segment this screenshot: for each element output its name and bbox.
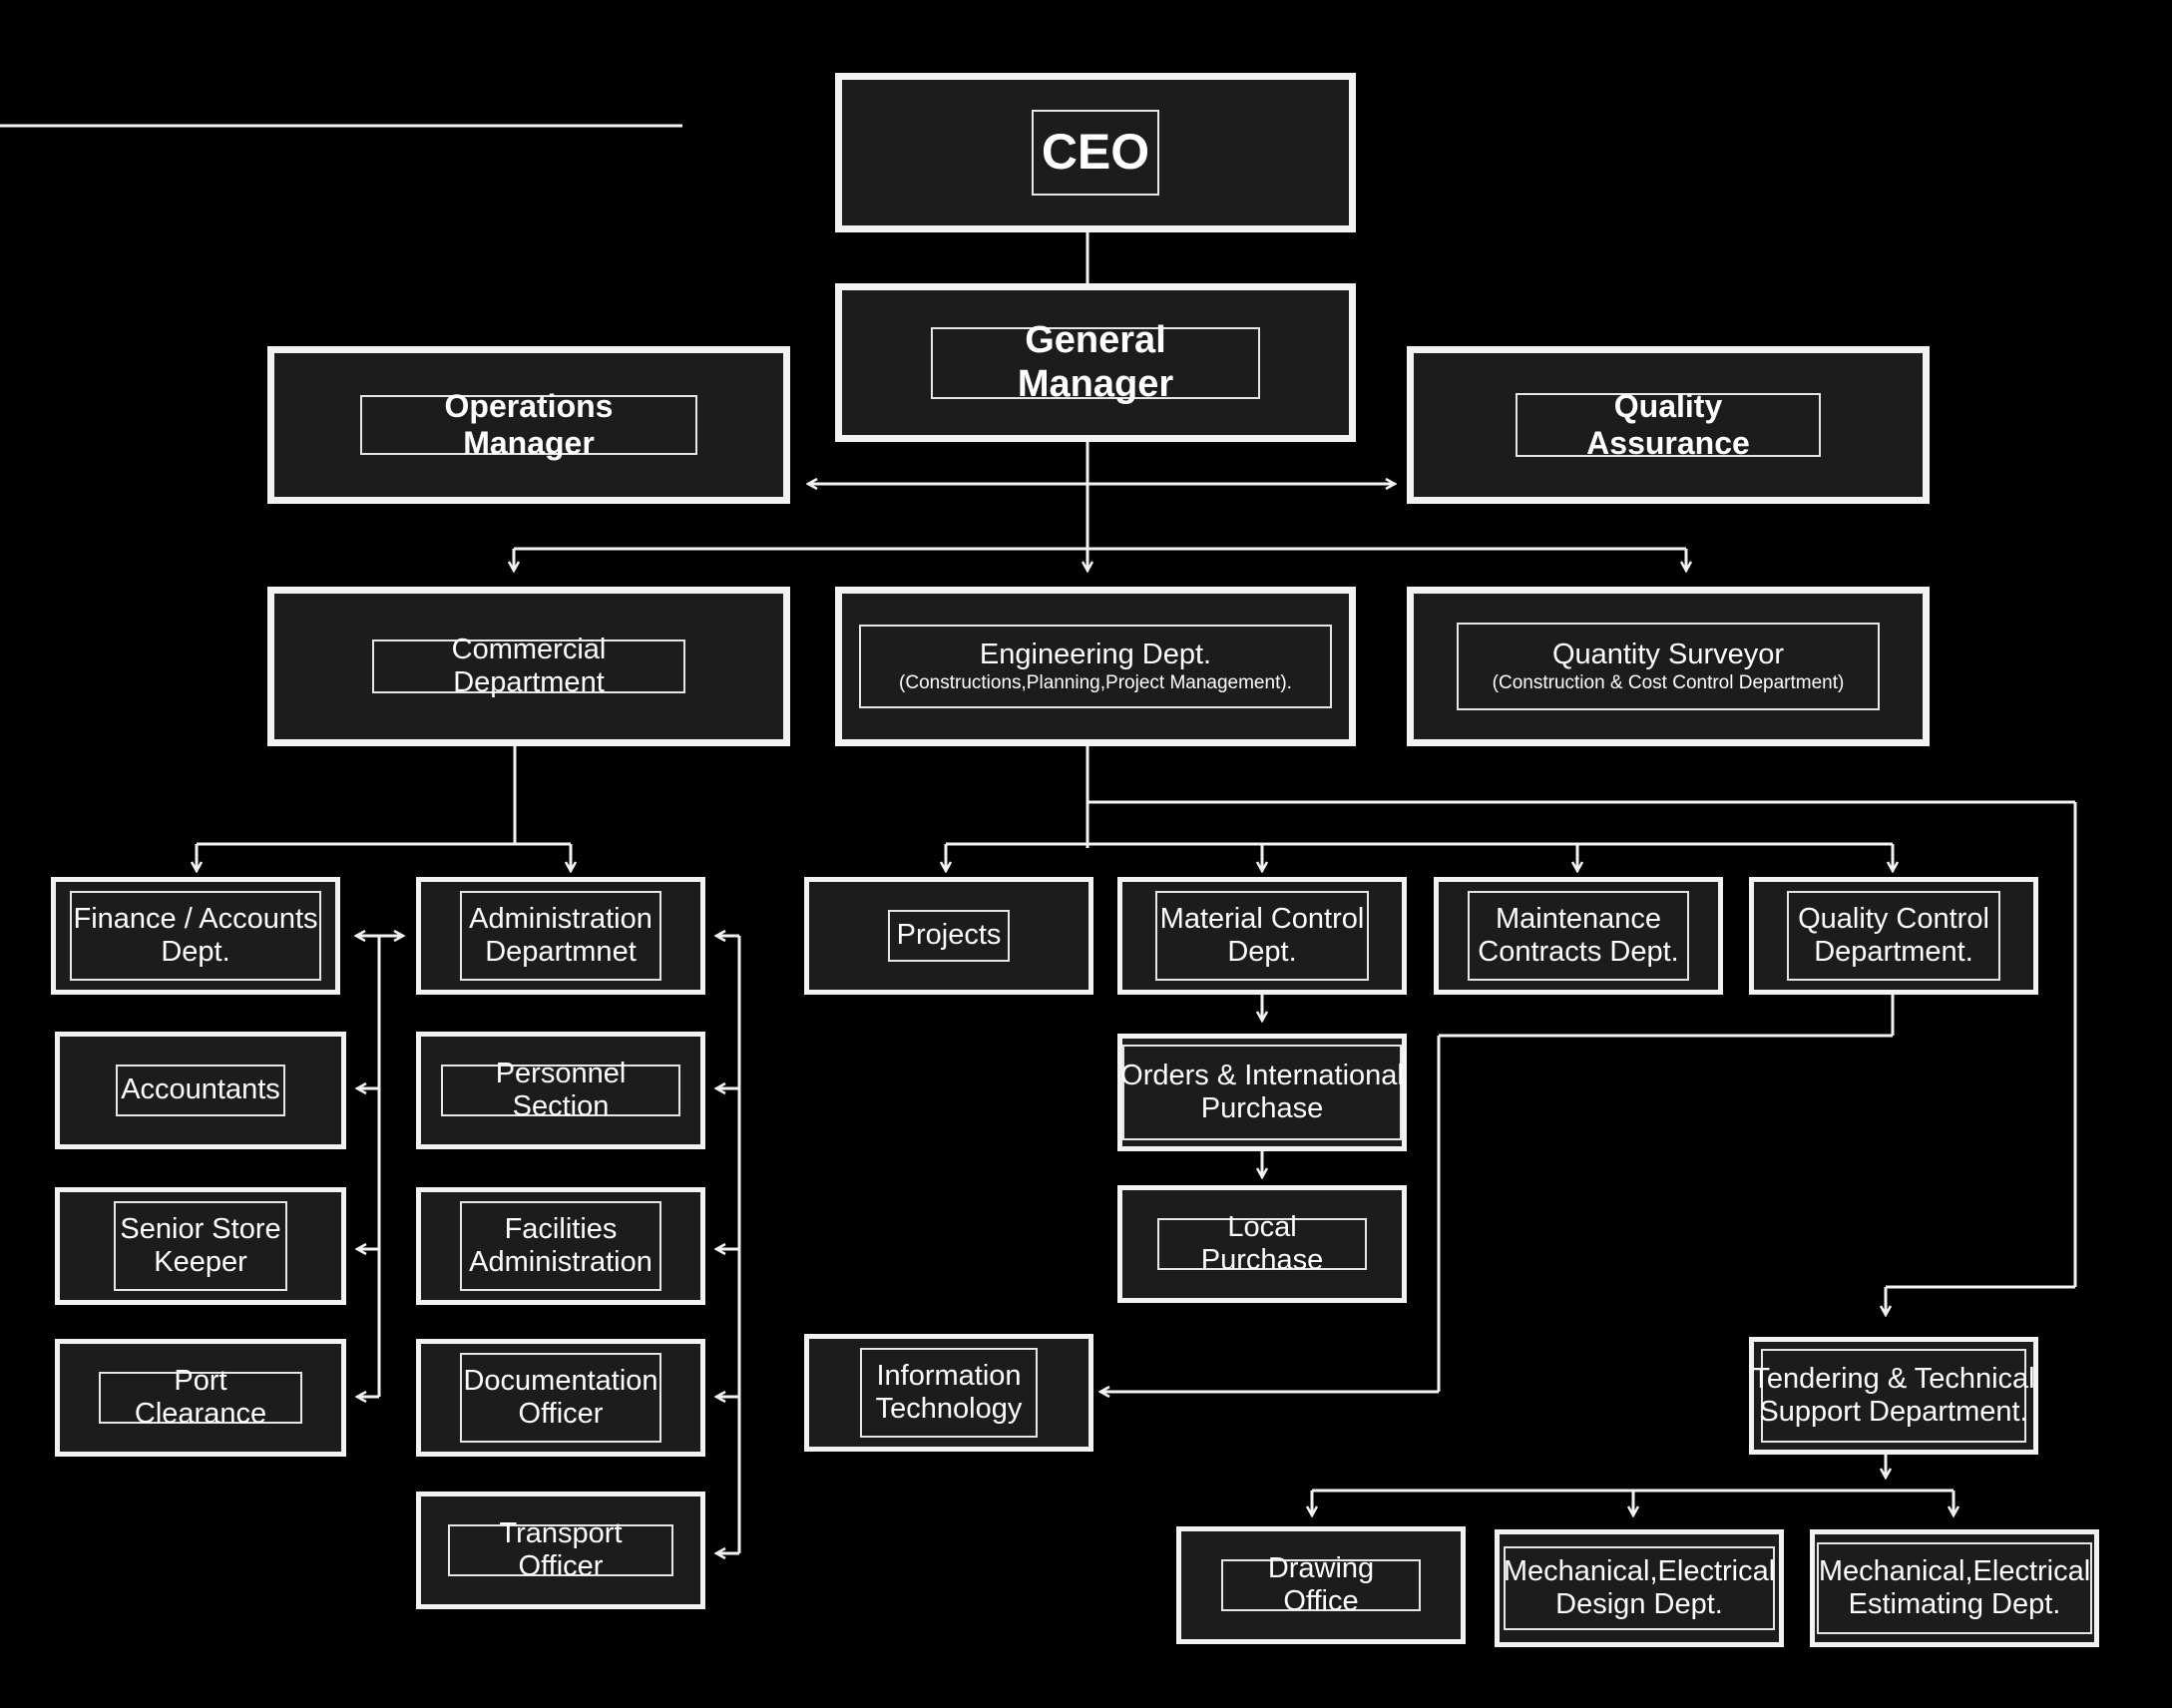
mech-elec-design-box: Mechanical,Electrical Design Dept. <box>1495 1529 1784 1647</box>
material-control-line2: Dept. <box>1227 936 1297 968</box>
information-technology-box: Information Technology <box>804 1334 1093 1452</box>
operations-manager-label: Operations Manager <box>360 388 697 461</box>
tendering-technical-line2: Support Department. <box>1759 1396 2028 1428</box>
quantity-surveyor-box: Quantity Surveyor (Construction & Cost C… <box>1407 587 1930 746</box>
material-control-label: Material Control Dept. <box>1155 891 1369 981</box>
general-manager-box: General Manager <box>835 283 1356 442</box>
senior-store-keeper-line1: Senior Store <box>120 1212 281 1245</box>
projects-box: Projects <box>804 877 1093 995</box>
personnel-section-box: Personnel Section <box>416 1032 705 1149</box>
drawing-office-box: Drawing Office <box>1176 1526 1466 1644</box>
documentation-officer-line2: Officer <box>518 1398 604 1430</box>
engineering-dept-subtitle: (Constructions,Planning,Project Manageme… <box>899 671 1292 693</box>
ceo-label: CEO <box>1032 110 1159 196</box>
mech-elec-estimating-box: Mechanical,Electrical Estimating Dept. <box>1810 1529 2099 1647</box>
administration-box: Administration Departmnet <box>416 877 705 995</box>
drawing-office-label: Drawing Office <box>1221 1552 1421 1617</box>
mech-elec-estimating-label: Mechanical,Electrical Estimating Dept. <box>1817 1542 2092 1634</box>
mech-elec-estimating-line2: Estimating Dept. <box>1848 1588 2061 1620</box>
finance-accounts-line2: Dept. <box>161 936 230 968</box>
material-control-line1: Material Control <box>1159 902 1365 935</box>
maintenance-contracts-line1: Maintenance <box>1495 902 1662 935</box>
quantity-surveyor-subtitle: (Construction & Cost Control Department) <box>1492 671 1845 693</box>
tendering-technical-box: Tendering & Technical Support Department… <box>1749 1337 2038 1455</box>
engineering-dept-title: Engineering Dept. <box>979 639 1212 671</box>
ceo-box: CEO <box>835 73 1356 232</box>
documentation-officer-label: Documentation Officer <box>460 1353 661 1443</box>
information-technology-label: Information Technology <box>860 1348 1038 1438</box>
port-clearance-box: Port Clearance <box>55 1339 346 1457</box>
accountants-label: Accountants <box>116 1065 285 1116</box>
finance-accounts-line1: Finance / Accounts <box>73 902 318 935</box>
transport-officer-label: Transport Officer <box>448 1517 673 1582</box>
administration-line1: Administration <box>469 902 652 935</box>
mech-elec-design-line2: Design Dept. <box>1555 1588 1723 1620</box>
quality-control-line1: Quality Control <box>1798 902 1989 935</box>
facilities-administration-label: Facilities Administration <box>460 1201 661 1291</box>
orders-international-box: Orders & International Purchase <box>1117 1034 1407 1151</box>
documentation-officer-line1: Documentation <box>463 1364 658 1397</box>
senior-store-keeper-box: Senior Store Keeper <box>55 1187 346 1305</box>
local-purchase-box: Local Purchase <box>1117 1185 1407 1303</box>
transport-officer-box: Transport Officer <box>416 1492 705 1609</box>
administration-label: Administration Departmnet <box>460 891 661 981</box>
facilities-administration-line2: Administration <box>469 1246 652 1278</box>
information-technology-line1: Information <box>876 1359 1022 1392</box>
local-purchase-label: Local Purchase <box>1157 1211 1367 1276</box>
senior-store-keeper-label: Senior Store Keeper <box>114 1201 287 1291</box>
personnel-section-label: Personnel Section <box>441 1058 680 1122</box>
material-control-box: Material Control Dept. <box>1117 877 1407 995</box>
commercial-department-box: Commercial Department <box>267 587 790 746</box>
documentation-officer-box: Documentation Officer <box>416 1339 705 1457</box>
quality-assurance-box: Quality Assurance <box>1407 346 1930 504</box>
orders-international-line1: Orders & International <box>1120 1059 1404 1091</box>
quality-control-line2: Department. <box>1814 936 1973 968</box>
finance-accounts-box: Finance / Accounts Dept. <box>51 877 340 995</box>
information-technology-line2: Technology <box>875 1393 1023 1425</box>
maintenance-contracts-label: Maintenance Contracts Dept. <box>1468 891 1689 981</box>
orders-international-label: Orders & International Purchase <box>1120 1045 1404 1140</box>
maintenance-contracts-box: Maintenance Contracts Dept. <box>1434 877 1723 995</box>
commercial-department-label: Commercial Department <box>372 634 685 698</box>
quality-control-box: Quality Control Department. <box>1749 877 2038 995</box>
tendering-technical-line1: Tendering & Technical <box>1752 1362 2035 1395</box>
mech-elec-design-line1: Mechanical,Electrical <box>1503 1554 1776 1587</box>
tendering-technical-label: Tendering & Technical Support Department… <box>1752 1349 2035 1443</box>
operations-manager-box: Operations Manager <box>267 346 790 504</box>
accountants-box: Accountants <box>55 1032 346 1149</box>
port-clearance-label: Port Clearance <box>99 1365 302 1430</box>
quality-control-label: Quality Control Department. <box>1787 891 2000 981</box>
engineering-dept-label: Engineering Dept. (Constructions,Plannin… <box>859 625 1332 708</box>
mech-elec-estimating-line1: Mechanical,Electrical <box>1818 1554 2091 1587</box>
projects-label: Projects <box>888 910 1010 962</box>
administration-line2: Departmnet <box>485 936 637 968</box>
facilities-administration-box: Facilities Administration <box>416 1187 705 1305</box>
engineering-dept-box: Engineering Dept. (Constructions,Plannin… <box>835 587 1356 746</box>
senior-store-keeper-line2: Keeper <box>154 1246 247 1278</box>
maintenance-contracts-line2: Contracts Dept. <box>1478 936 1679 968</box>
quantity-surveyor-label: Quantity Surveyor (Construction & Cost C… <box>1457 623 1880 710</box>
general-manager-label: General Manager <box>931 319 1260 405</box>
quality-assurance-label: Quality Assurance <box>1516 388 1821 461</box>
quantity-surveyor-title: Quantity Surveyor <box>1551 639 1785 671</box>
finance-accounts-label: Finance / Accounts Dept. <box>70 891 321 981</box>
facilities-administration-line1: Facilities <box>504 1212 618 1245</box>
orders-international-line2: Purchase <box>1200 1092 1324 1124</box>
mech-elec-design-label: Mechanical,Electrical Design Dept. <box>1504 1546 1775 1630</box>
